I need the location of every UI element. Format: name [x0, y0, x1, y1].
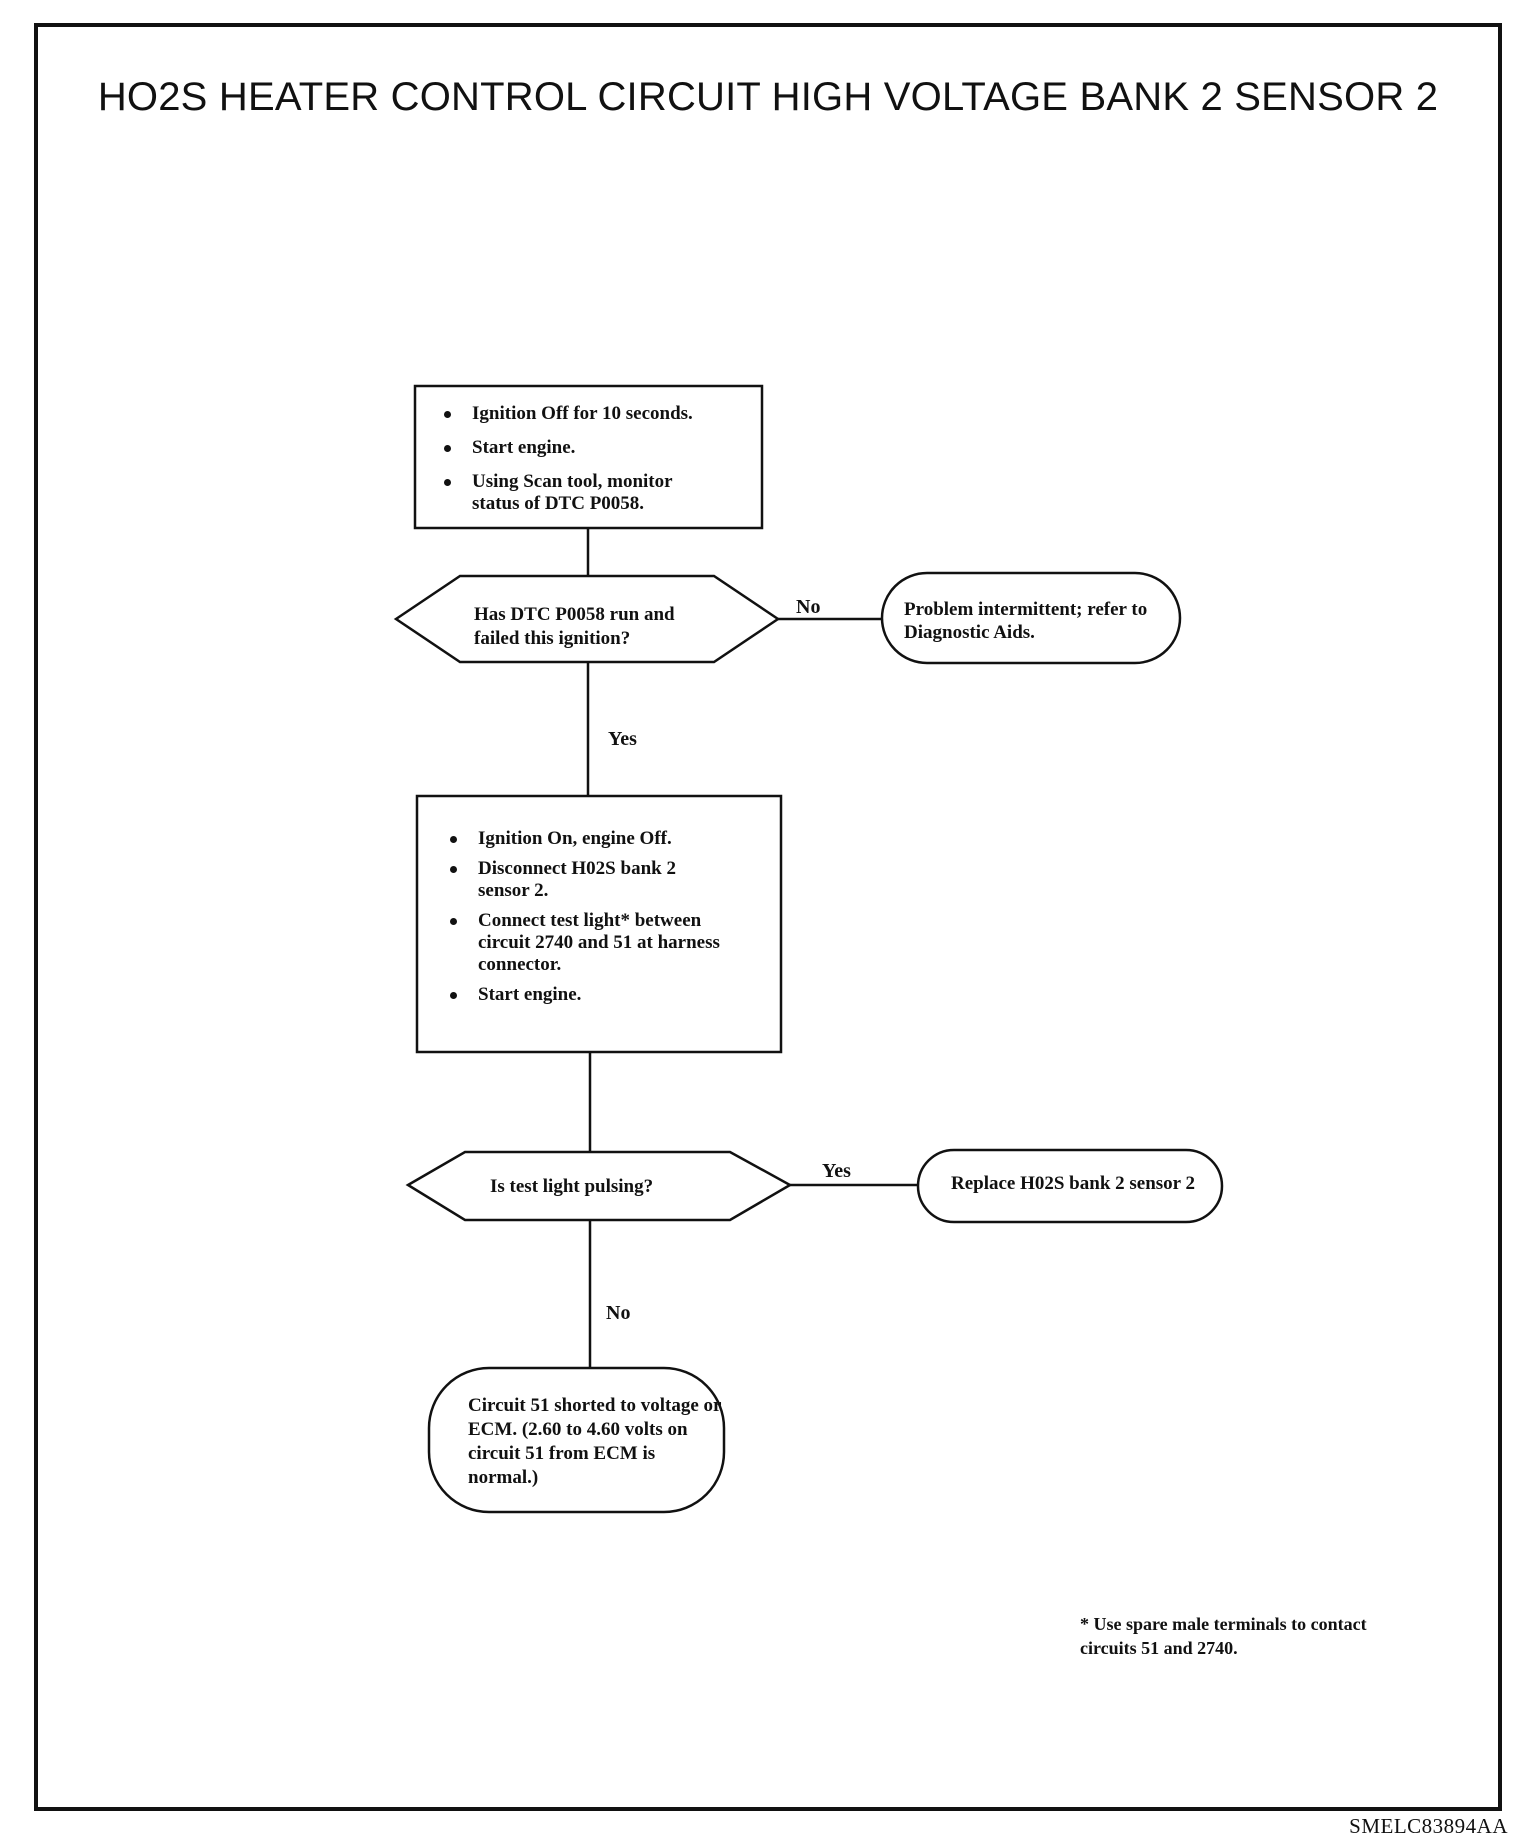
page-border [34, 23, 1502, 1811]
result1-terminator [880, 571, 1182, 665]
footnote: * Use spare male terminals to contact ci… [1080, 1614, 1367, 1658]
decision1-yes-label: Yes [608, 728, 637, 750]
step1-box [413, 384, 764, 530]
decision2-yes-label: Yes [822, 1160, 851, 1182]
result1-text: Problem intermittent; refer to Diagnosti… [904, 599, 1148, 643]
result2-terminator [916, 1148, 1224, 1224]
decision2-no-label: No [606, 1302, 631, 1324]
result2-text: Replace H02S bank 2 sensor 2 [950, 1173, 1196, 1194]
decision2-text: Is test light pulsing? [490, 1176, 654, 1197]
step1-item: Using Scan tool, monitor status of DTC P… [440, 471, 702, 515]
step2-item: Ignition On, engine Off. [446, 828, 766, 850]
step1-list: Ignition Off for 10 seconds. Start engin… [440, 403, 760, 515]
decision1-hexagon [393, 574, 781, 664]
step2-item: Connect test light* between circuit 2740… [446, 910, 738, 976]
step2-box [415, 794, 783, 1054]
decision1-text: Has DTC P0058 run and failed this igniti… [474, 604, 675, 649]
step1-item: Ignition Off for 10 seconds. [440, 403, 760, 425]
step2-list: Ignition On, engine Off. Disconnect H02S… [446, 828, 766, 1006]
decision2-hexagon [405, 1150, 793, 1222]
result3-terminator [427, 1366, 726, 1514]
step2-item: Disconnect H02S bank 2 sensor 2. [446, 858, 698, 902]
figure-code: SMELC83894AA [1349, 1814, 1508, 1838]
page-title: HO2S HEATER CONTROL CIRCUIT HIGH VOLTAGE… [97, 75, 1439, 119]
step2-item: Start engine. [446, 984, 766, 1006]
decision1-no-label: No [796, 596, 821, 618]
result3-text: Circuit 51 shorted to voltage or ECM. (2… [468, 1395, 722, 1488]
step1-item: Start engine. [440, 437, 760, 459]
